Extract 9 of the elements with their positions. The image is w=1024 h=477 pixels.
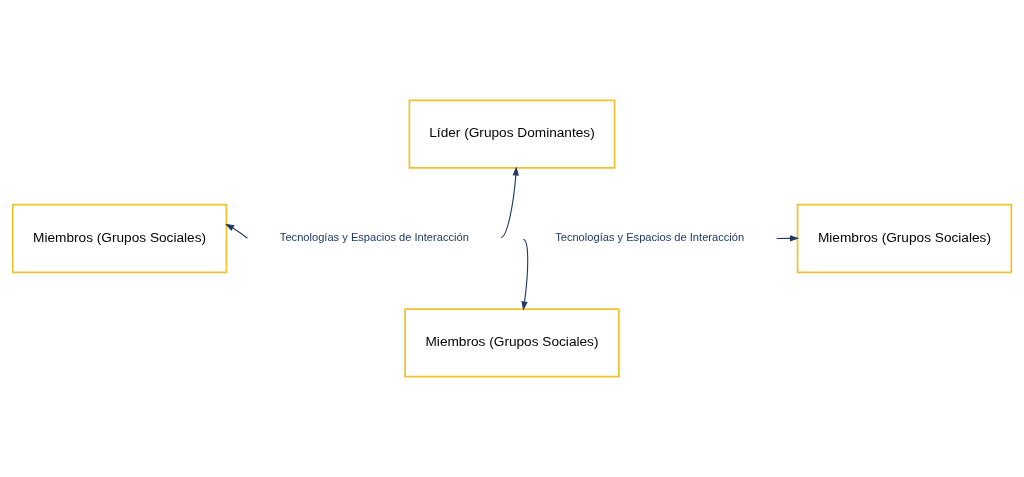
node-box: Miembros (Grupos Sociales): [11, 203, 228, 274]
label: Tecnologías y Espacios de Interacción: [279, 231, 469, 244]
arrow: [225, 223, 249, 239]
node-box: Miembros (Grupos Sociales): [796, 203, 1013, 274]
arrow: [521, 238, 529, 311]
arrow: [500, 166, 519, 239]
node-box: Líder (Grupos Dominantes): [408, 99, 616, 169]
node-box: Miembros (Grupos Sociales): [404, 308, 620, 378]
label: Tecnologías y Espacios de Interacción: [555, 231, 745, 244]
